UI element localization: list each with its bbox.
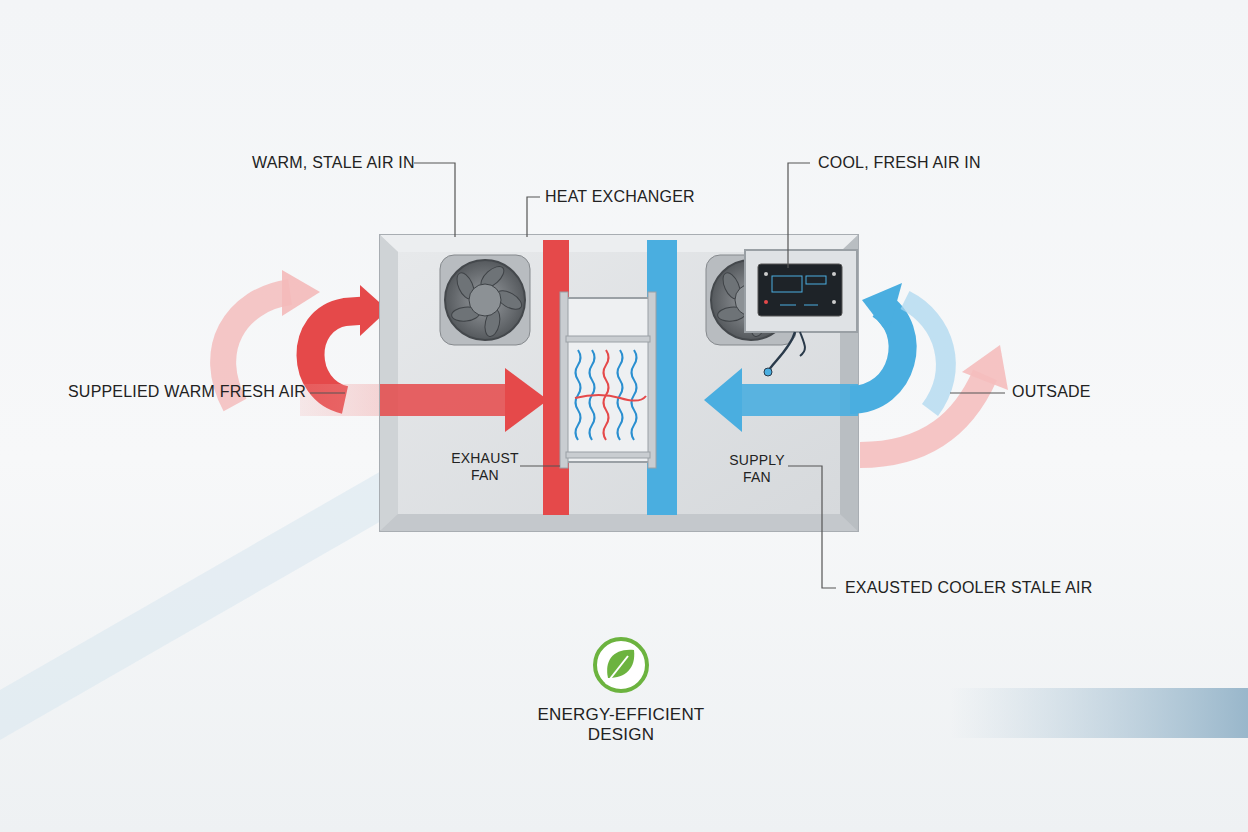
heat-wave (618, 350, 623, 440)
callout-label: WARM, STALE AIR IN (252, 153, 415, 172)
component-label: SUPPLY FAN (722, 452, 792, 486)
heat-wave (575, 395, 646, 401)
heat-wave (632, 350, 637, 440)
flow-label: SUPPELIED WARM FRESH AIR (68, 382, 306, 401)
flow-label: OUTSADE (1012, 382, 1091, 401)
badge-text: ENERGY-EFFICIENT DESIGN (535, 705, 707, 746)
callout-label: COOL, FRESH AIR IN (818, 153, 981, 172)
callout-label: HEAT EXCHANGER (545, 187, 695, 206)
component-label: EXHAUST FAN (447, 450, 523, 484)
flow-label: EXAUSTED COOLER STALE AIR (845, 578, 1092, 597)
heat-wave (576, 350, 581, 440)
